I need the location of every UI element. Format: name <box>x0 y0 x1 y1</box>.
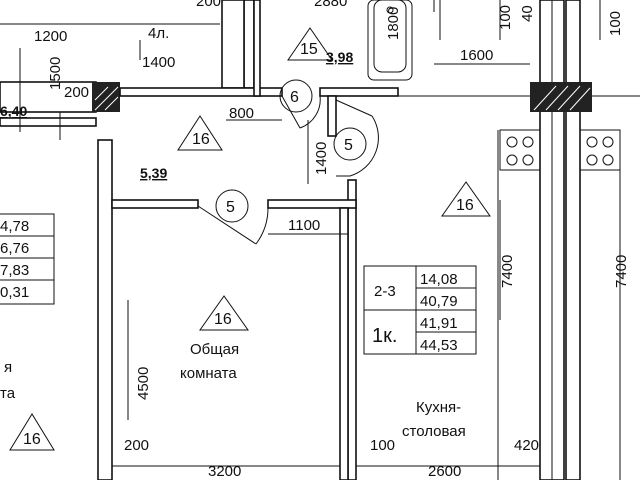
triangle-marker-bath: 15 <box>287 27 333 61</box>
bathtub <box>367 0 413 81</box>
column-right <box>530 82 592 112</box>
wall-living-right <box>339 207 349 480</box>
door-wc <box>281 95 321 129</box>
dim-top-200: 200 <box>196 0 221 10</box>
room-left-partial-2: та <box>0 385 16 402</box>
dim-7400-b: 7400 <box>613 255 630 288</box>
dim-7400-a: 7400 <box>499 255 516 288</box>
dim-1400-vert: 1400 <box>313 142 330 175</box>
dim-420: 420 <box>514 437 539 454</box>
svg-text:6: 6 <box>290 89 299 106</box>
wall-kitchen-left-upper <box>327 95 337 137</box>
apartment-rooms: 1к. <box>372 325 397 347</box>
left-area-table: 4,78 6,76 7,83 0,31 <box>0 213 55 305</box>
apartment-code: 2-3 <box>374 283 396 300</box>
triangle-marker-kitchen: 16 <box>441 181 491 217</box>
circle-marker-5-right: 5 <box>333 127 367 161</box>
bathtub-drain <box>386 6 394 14</box>
column-left <box>92 82 120 112</box>
dim-200-bottom: 200 <box>124 437 149 454</box>
dim-3200: 3200 <box>208 463 241 480</box>
wall-corridor-top <box>119 87 283 97</box>
left-table-value: 4,78 <box>0 218 29 235</box>
wall-far-right <box>565 0 581 480</box>
column-left-hatch <box>94 86 119 111</box>
wall-corridor-left <box>97 139 113 480</box>
wc-label: 4л. <box>148 25 169 42</box>
apartment-value: 40,79 <box>420 293 458 310</box>
circle-marker-6: 6 <box>279 79 313 113</box>
stove-right <box>579 129 621 171</box>
area-left-room: 6,40 <box>0 103 27 119</box>
dim-top-40: 40 <box>519 5 536 22</box>
apartment-value: 41,91 <box>420 315 458 332</box>
left-table-value: 6,76 <box>0 240 29 257</box>
wall-bath-left <box>253 0 261 97</box>
wall-living-top-right <box>267 199 357 209</box>
dim-top-100: 100 <box>497 5 514 30</box>
wall-bath-bottom <box>319 87 399 97</box>
triangle-marker-left-bottom: 16 <box>9 413 55 451</box>
wall-wc-right <box>243 0 255 89</box>
dim-1600: 1600 <box>460 47 493 64</box>
room-living-line2: комната <box>180 365 237 382</box>
dim-1200: 1200 <box>34 28 67 45</box>
left-table-value: 0,31 <box>0 284 29 301</box>
svg-text:16: 16 <box>23 431 41 448</box>
column-right-hatch <box>533 85 591 111</box>
dim-1400-top: 1400 <box>142 54 175 71</box>
svg-text:5: 5 <box>226 199 235 216</box>
dim-bath-1800: 1800 <box>385 7 402 40</box>
door-bath <box>335 99 379 177</box>
wall-wc-inner <box>221 0 245 89</box>
svg-text:16: 16 <box>192 131 210 148</box>
dim-1100: 1100 <box>288 217 320 234</box>
area-corridor: 5,39 <box>140 165 167 181</box>
svg-text:16: 16 <box>214 311 232 328</box>
dim-top-2880: 2880 <box>314 0 347 10</box>
dim-top-100b: 100 <box>607 11 624 36</box>
dim-2600: 2600 <box>428 463 461 480</box>
apartment-value: 44,53 <box>420 337 458 354</box>
svg-text:15: 15 <box>300 41 318 58</box>
dim-4500: 4500 <box>135 367 152 400</box>
dim-1500: 1500 <box>47 57 64 90</box>
room-living-line1: Общая <box>190 341 239 358</box>
room-left-partial-1: я <box>4 359 12 376</box>
dim-100: 100 <box>370 437 395 454</box>
wall-left-upper <box>0 117 97 127</box>
wall-living-top-left <box>111 199 199 209</box>
stove-left <box>499 129 541 171</box>
left-table-value: 7,83 <box>0 262 29 279</box>
wall-kitchen-left <box>347 179 357 480</box>
svg-text:5: 5 <box>344 137 353 154</box>
svg-text:16: 16 <box>456 197 474 214</box>
dim-200-left: 200 <box>64 84 89 101</box>
door-living <box>197 205 269 245</box>
room-kitchen-line2: столовая <box>402 423 466 440</box>
bathtub-inner <box>373 0 407 73</box>
dim-800: 800 <box>229 105 254 122</box>
apartment-table: 2-3 1к. 14,08 40,79 41,91 44,53 <box>363 265 477 355</box>
area-bath: 3,98 <box>326 49 353 65</box>
triangle-marker-living: 16 <box>199 295 249 331</box>
circle-marker-5-door: 5 <box>215 189 249 223</box>
triangle-marker-corridor: 16 <box>177 115 223 151</box>
apartment-value: 14,08 <box>420 271 458 288</box>
room-kitchen-line1: Кухня- <box>416 399 461 416</box>
